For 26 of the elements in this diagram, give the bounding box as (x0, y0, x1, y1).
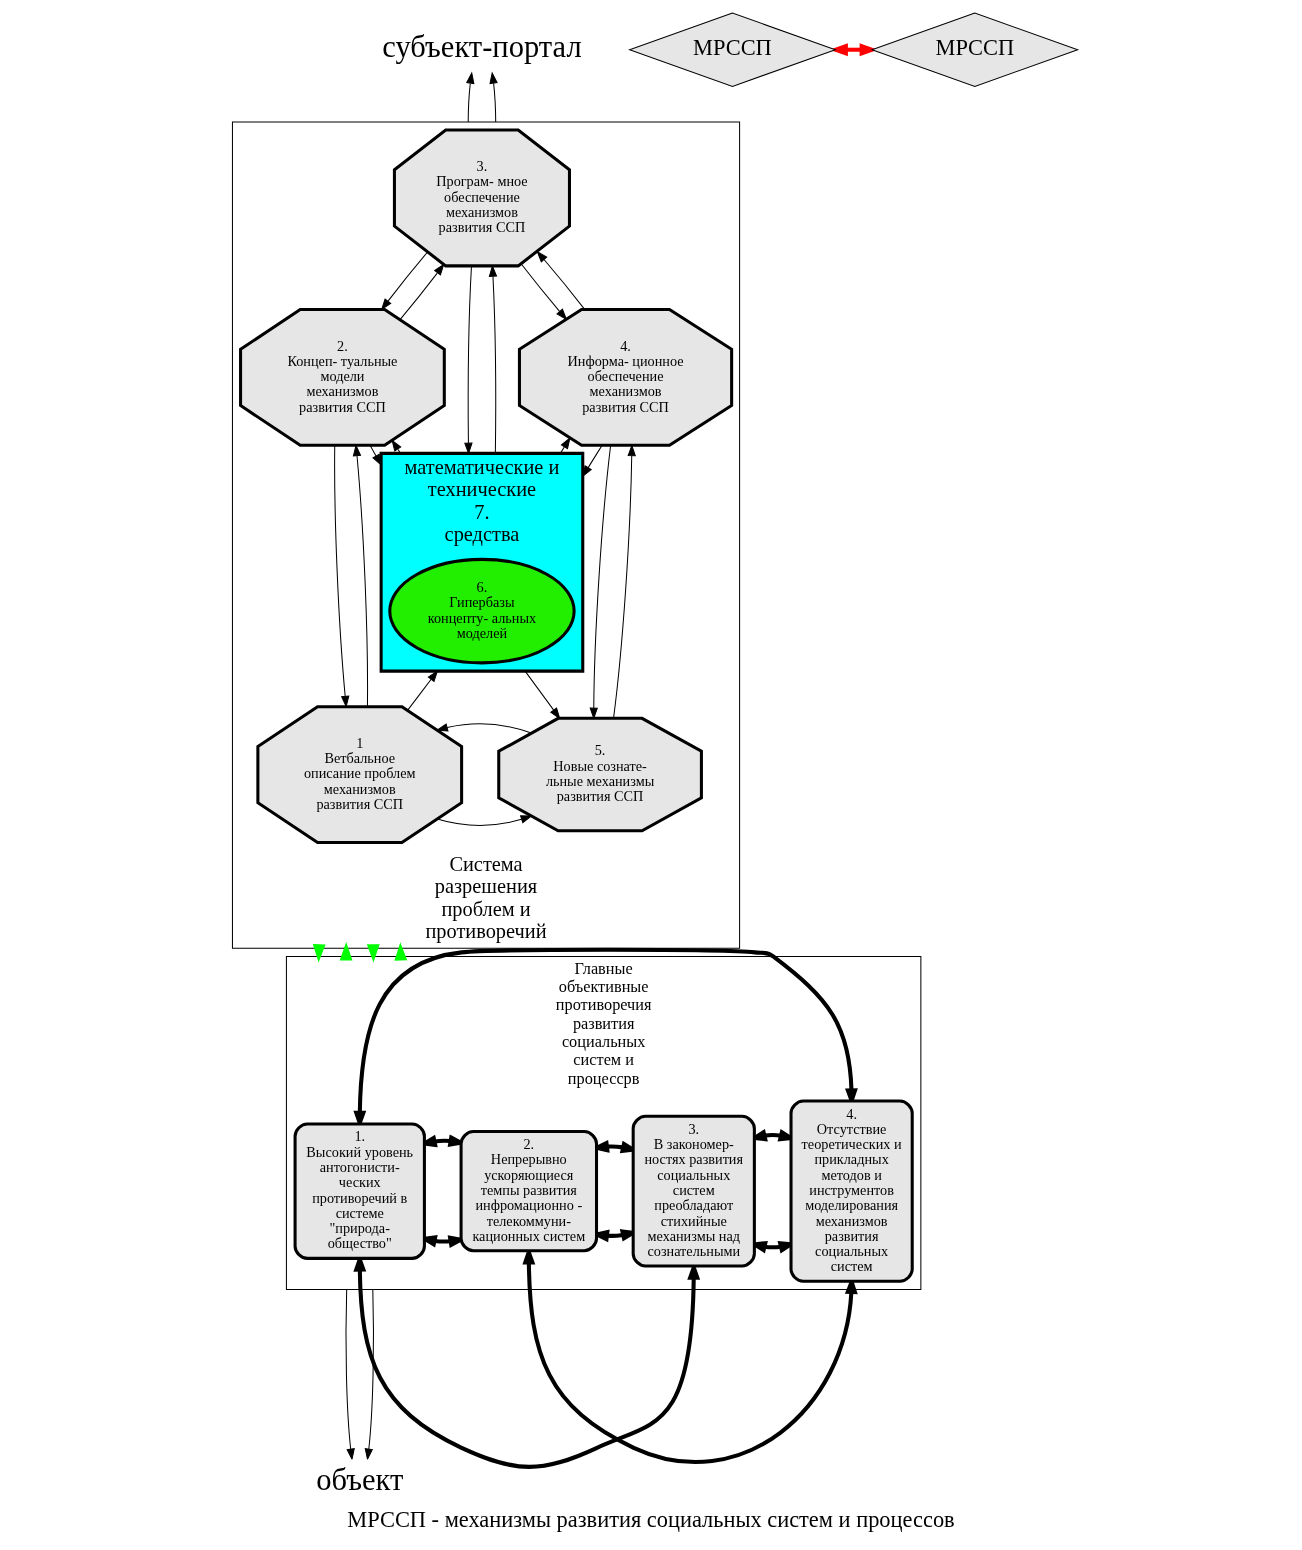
arrow (364, 1288, 374, 1461)
node-text: объект (316, 1462, 404, 1497)
arrow (391, 438, 402, 454)
arrow (524, 670, 561, 720)
node-box: 4. Отсутствие теоретических и прикладных методов и инструментов моделирования механизмов развития социальных систем (789, 1099, 914, 1283)
arrow (394, 941, 408, 961)
arrow (345, 1288, 355, 1461)
arrow (536, 250, 586, 310)
node-box: 2. Непрерывно ускоряющиеся темпы развития инфромационно - телекоммуни- кационных систем (459, 1129, 599, 1252)
node-diamond: МРССП (870, 12, 1080, 87)
arrow (489, 70, 498, 123)
arrow (399, 262, 445, 320)
arrow (312, 943, 326, 963)
node-text: субъект-портал (382, 29, 582, 64)
arrow (407, 669, 439, 711)
node-diamond: МРССП (628, 12, 837, 87)
arrow (366, 943, 380, 963)
node-ellipse: 6. Гипербазы концепту- альных моделей (388, 557, 576, 664)
arrow (339, 941, 353, 961)
caption: МРССП - механизмы развития социальных систем и процессов (347, 1506, 955, 1532)
arrow (380, 251, 428, 311)
arrow (466, 70, 475, 123)
arrow (559, 436, 571, 454)
node-box: 3. В закономер- ностях развития социальных систем преобладают стихийные механизмы над сознательными (631, 1114, 756, 1268)
arrow (520, 263, 568, 320)
node-box: 1. Высокий уровень антогонисти- ческих противоречий в системе "природа- общество" (293, 1121, 426, 1260)
